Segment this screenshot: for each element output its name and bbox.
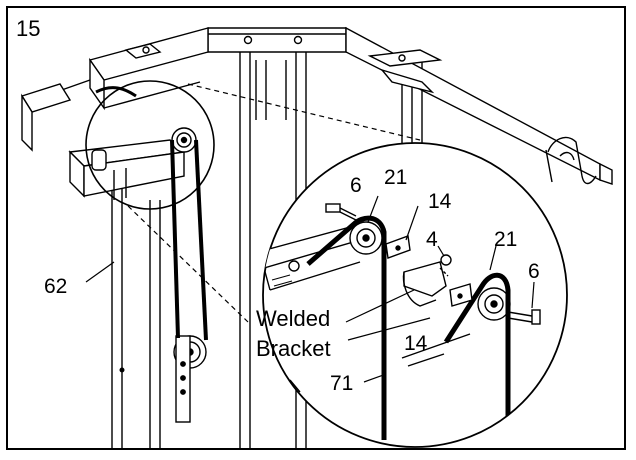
label-welded: Welded (256, 306, 330, 331)
label-part-14-top: 14 (428, 190, 452, 213)
label-part-21-left: 21 (384, 166, 407, 189)
label-part-6-left: 6 (350, 174, 362, 197)
label-part-4: 4 (426, 228, 438, 251)
top-center-plate (207, 27, 347, 53)
label-bracket: Bracket (256, 336, 331, 361)
label-part-62: 62 (44, 275, 67, 298)
small-detail-circle (85, 80, 215, 210)
label-part-6-right: 6 (528, 260, 540, 283)
big-detail-circle (262, 142, 568, 448)
label-part-21-right: 21 (494, 228, 517, 251)
step-number: 15 (16, 16, 40, 41)
left-top-beam (20, 27, 209, 152)
label-leaders (85, 195, 535, 383)
leader-dashes (127, 83, 421, 323)
cable-belts (95, 86, 208, 341)
label-part-71: 71 (330, 372, 353, 395)
label-part-14-lower: 14 (404, 332, 428, 355)
left-pulley-assembly (68, 127, 207, 423)
right-top-beam (345, 26, 613, 185)
